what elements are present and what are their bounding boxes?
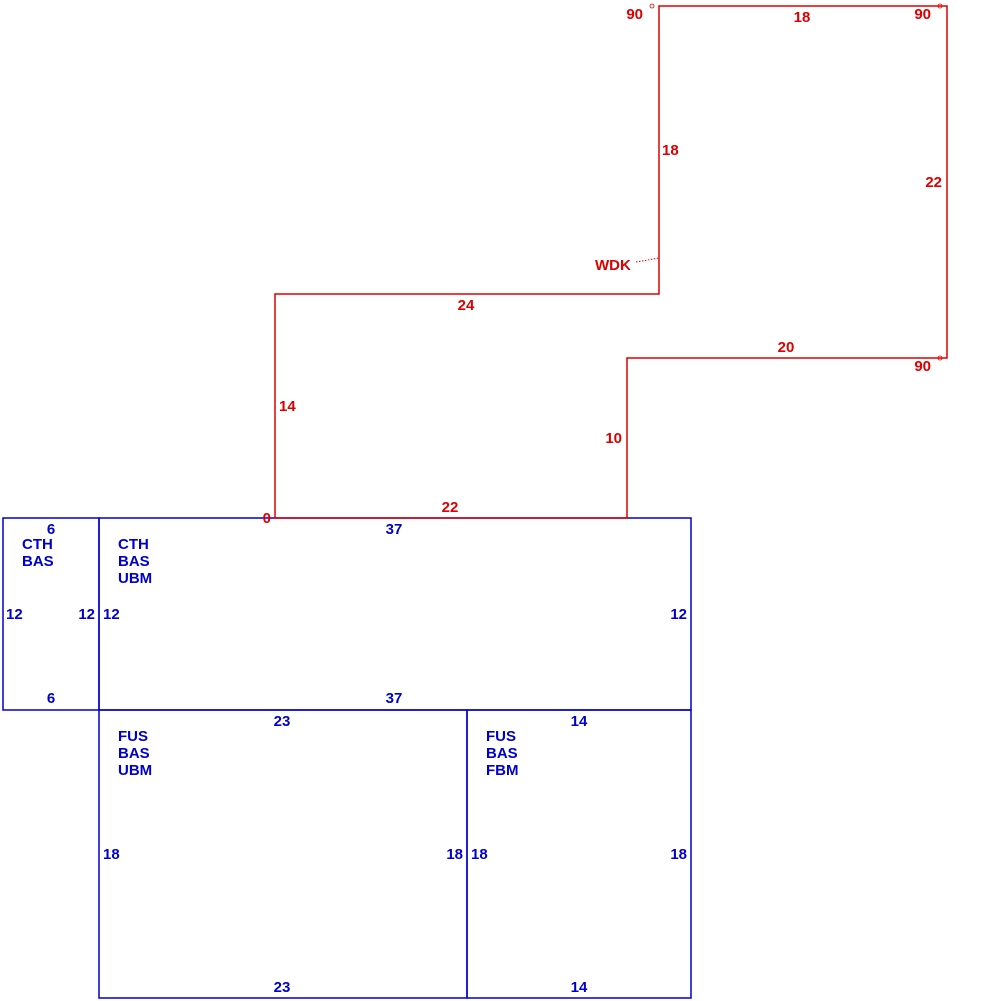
area-fus-bas-ubm-code-3: UBM [118,762,152,779]
area-cth-bas-code-1: CTH [22,536,53,553]
area-fus-bas-ubm-code-2: BAS [118,745,150,762]
deck-angle-top-right: 90 [914,6,931,23]
area-fus-bas-fbm-dim-top: 14 [571,713,588,730]
area-fus-bas-ubm-dim-top: 23 [274,713,291,730]
area-fus-bas-ubm-outline[interactable] [98,709,468,999]
deck-dim-right: 22 [925,174,942,191]
area-cth-bas-dim-left: 12 [6,606,23,623]
deck-label: WDK [595,257,631,274]
area-cth-bas-ubm-code-3: UBM [118,570,152,587]
area-cth-bas-ubm-dim-right: 12 [670,606,687,623]
deck-angle-right: 90 [914,358,931,375]
area-cth-bas-ubm: CTH BAS UBM 37 37 12 12 [103,521,687,707]
area-fus-bas-fbm-dim-right: 18 [670,846,687,863]
deck-labels: WDK 22 10 20 22 18 18 24 14 90 90 90 0 [263,6,942,527]
deck-label-leader [635,257,660,263]
area-fus-bas-fbm-dim-bottom: 14 [571,979,588,996]
deck-dim-step-vertical: 10 [605,430,622,447]
area-fus-bas-ubm: FUS BAS UBM 23 23 18 18 [103,713,463,996]
area-fus-bas-fbm-code-1: FUS [486,728,516,745]
area-fus-bas-ubm-code-1: FUS [118,728,148,745]
area-fus-bas-ubm-dim-left: 18 [103,846,120,863]
vertex-marker-right [937,355,943,361]
deck-dim-top: 18 [794,9,811,26]
area-cth-bas-dim-bottom: 6 [47,690,55,707]
area-fus-bas-fbm: FUS BAS FBM 14 14 18 18 [471,713,687,996]
area-cth-bas-ubm-outline[interactable] [98,517,692,711]
deck-dim-left: 14 [279,398,296,415]
building-areas [2,517,692,999]
area-fus-bas-fbm-code-3: FBM [486,762,519,779]
deck-angle-top-left: 90 [626,6,643,23]
deck-dim-upper-left: 18 [662,142,679,159]
deck-outline[interactable] [274,5,948,519]
area-fus-bas-fbm-outline[interactable] [466,709,692,999]
area-fus-bas-fbm-code-2: BAS [486,745,518,762]
area-fus-bas-ubm-dim-right: 18 [446,846,463,863]
area-cth-bas-ubm-code-1: CTH [118,536,149,553]
area-fus-bas-fbm-dim-left: 18 [471,846,488,863]
deck-dim-bottom: 22 [442,499,459,516]
area-cth-bas-dim-right: 12 [78,606,95,623]
deck-dim-step-horizontal: 20 [778,339,795,356]
area-cth-bas-ubm-code-2: BAS [118,553,150,570]
area-fus-bas-ubm-dim-bottom: 23 [274,979,291,996]
area-cth-bas-code-2: BAS [22,553,54,570]
deck-angle-origin: 0 [263,510,271,527]
area-cth-bas: CTH BAS 6 6 12 12 [6,521,95,707]
vertex-marker-top-left [649,3,655,9]
area-cth-bas-ubm-dim-top: 37 [386,521,403,538]
area-cth-bas-ubm-dim-bottom: 37 [386,690,403,707]
vertex-marker-top-right [937,3,943,9]
deck-dim-middle: 24 [458,297,475,314]
area-cth-bas-ubm-dim-left: 12 [103,606,120,623]
area-cth-bas-dim-top: 6 [47,521,55,538]
